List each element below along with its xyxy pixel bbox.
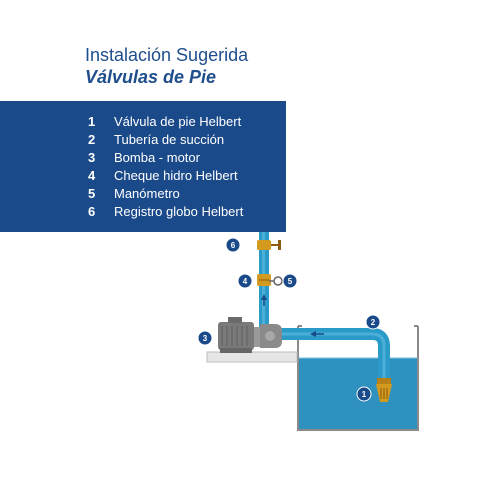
marker-label: 3	[203, 334, 208, 343]
flow-arrow-head	[310, 331, 316, 337]
pressure-gauge	[269, 276, 283, 286]
page-subtitle: Válvulas de Pie	[85, 67, 217, 87]
flow-arrow-head	[261, 294, 267, 300]
legend-panel: 1 Válvula de pie Helbert 2 Tubería de su…	[0, 101, 286, 232]
legend-list: 1 Válvula de pie Helbert 2 Tubería de su…	[88, 113, 243, 221]
legend-label: Registro globo Helbert	[114, 204, 244, 219]
tank-walls	[297, 326, 419, 431]
page-title: Instalación Sugerida	[85, 45, 249, 65]
legend-number: 4	[88, 168, 96, 183]
marker-3: 3	[197, 330, 213, 346]
water-tank	[297, 325, 419, 431]
globe-valve	[257, 240, 281, 250]
legend-number: 5	[88, 186, 96, 201]
terminal-box	[228, 317, 242, 323]
marker-2: 2	[365, 314, 381, 330]
marker-5: 5	[282, 273, 298, 289]
marker-1: 1	[356, 386, 372, 402]
legend-item-5: 5 Manómetro	[88, 185, 243, 203]
marker-6: 6	[225, 237, 241, 253]
marker-label: 5	[288, 277, 293, 286]
marker-label: 2	[371, 318, 376, 327]
pump-motor	[218, 317, 282, 353]
legend-number: 2	[88, 132, 96, 147]
foot-valve	[376, 378, 392, 402]
legend-item-4: 4 Cheque hidro Helbert	[88, 167, 243, 185]
marker-4: 4	[237, 273, 253, 289]
legend-item-6: 6 Registro globo Helbert	[88, 203, 243, 221]
legend-item-1: 1 Válvula de pie Helbert	[88, 113, 243, 131]
marker-label: 4	[243, 277, 248, 286]
pump-base	[206, 351, 298, 363]
motor-body	[218, 322, 254, 350]
marker-label: 1	[362, 390, 367, 399]
motor-feet	[220, 348, 252, 353]
check-valve	[257, 274, 271, 286]
legend-number: 6	[88, 204, 96, 219]
legend-label: Cheque hidro Helbert	[114, 168, 238, 183]
legend-item-3: 3 Bomba - motor	[88, 149, 243, 167]
suction-pipe	[268, 328, 390, 385]
legend-number: 3	[88, 150, 96, 165]
coupling	[254, 327, 260, 347]
title-block: Instalación Sugerida Válvulas de Pie	[85, 44, 248, 88]
legend-number: 1	[88, 114, 96, 129]
legend-label: Válvula de pie Helbert	[114, 114, 242, 129]
legend-label: Tubería de succión	[114, 132, 225, 147]
legend-item-2: 2 Tubería de succión	[88, 131, 243, 149]
legend-label: Bomba - motor	[114, 150, 200, 165]
legend-label: Manómetro	[114, 186, 180, 201]
marker-label: 6	[231, 241, 236, 250]
